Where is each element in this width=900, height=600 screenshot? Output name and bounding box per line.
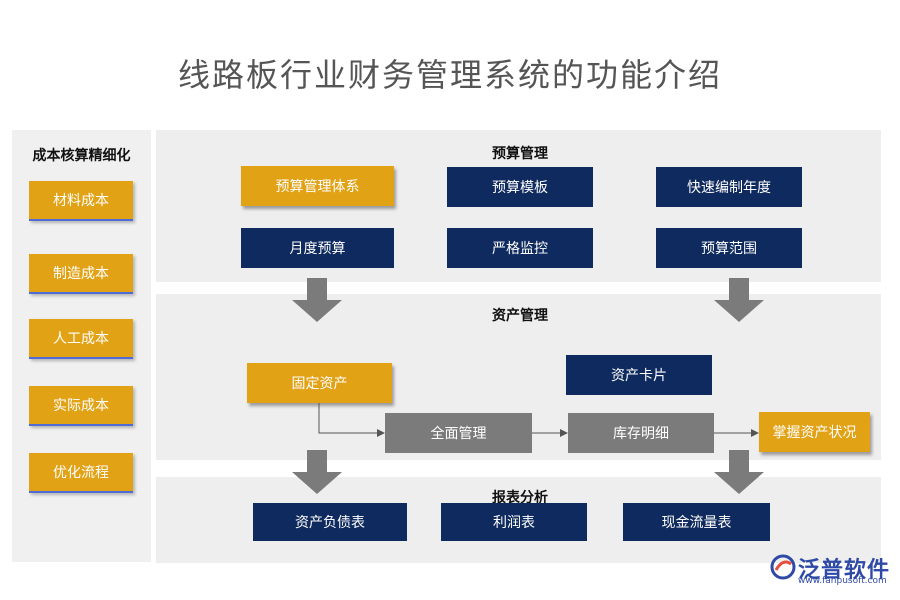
fixed-to-overall-line	[318, 403, 385, 437]
asset-title: 资产管理	[492, 308, 548, 324]
overall-management-box: 全面管理	[385, 413, 532, 453]
monthly-budget-box: 月度预算	[241, 228, 394, 268]
balance-sheet-box: 资产负债表	[253, 503, 407, 541]
asset-to-report-arrow-left	[292, 450, 342, 494]
budget-system-box: 预算管理体系	[241, 166, 394, 206]
budget-title: 预算管理	[492, 146, 548, 162]
asset-to-report-arrow-right	[714, 450, 764, 494]
strict-monitor-box: 严格监控	[447, 228, 593, 268]
manufacturing-cost-box: 制造成本	[29, 254, 133, 294]
logo-icon	[770, 554, 796, 580]
brand-logo: 泛普软件 www.fanpusoft.com	[770, 552, 895, 588]
report-title: 报表分析	[492, 490, 548, 506]
budget-scope-box: 预算范围	[656, 228, 802, 268]
cash-flow-box: 现金流量表	[623, 503, 770, 541]
asset-card-box: 资产卡片	[566, 355, 712, 395]
logo-url: www.fanpusoft.com	[798, 576, 887, 586]
fixed-asset-box: 固定资产	[247, 363, 392, 403]
budget-template-box: 预算模板	[447, 167, 593, 207]
material-cost-box: 材料成本	[29, 181, 133, 221]
inventory-detail-box: 库存明细	[568, 413, 714, 453]
optimize-process-box: 优化流程	[29, 453, 133, 493]
labor-cost-box: 人工成本	[29, 319, 133, 359]
logo-name: 泛普软件	[798, 558, 891, 583]
budget-to-asset-arrow-left	[292, 278, 342, 322]
page-title: 线路板行业财务管理系统的功能介绍	[177, 56, 722, 94]
cost-accounting-title: 成本核算精细化	[32, 148, 131, 164]
budget-to-asset-arrow-right	[714, 278, 764, 322]
asset-status-box: 掌握资产状况	[759, 412, 870, 452]
income-statement-box: 利润表	[441, 503, 587, 541]
annual-compile-box: 快速编制年度	[656, 167, 802, 207]
actual-cost-box: 实际成本	[29, 386, 133, 426]
